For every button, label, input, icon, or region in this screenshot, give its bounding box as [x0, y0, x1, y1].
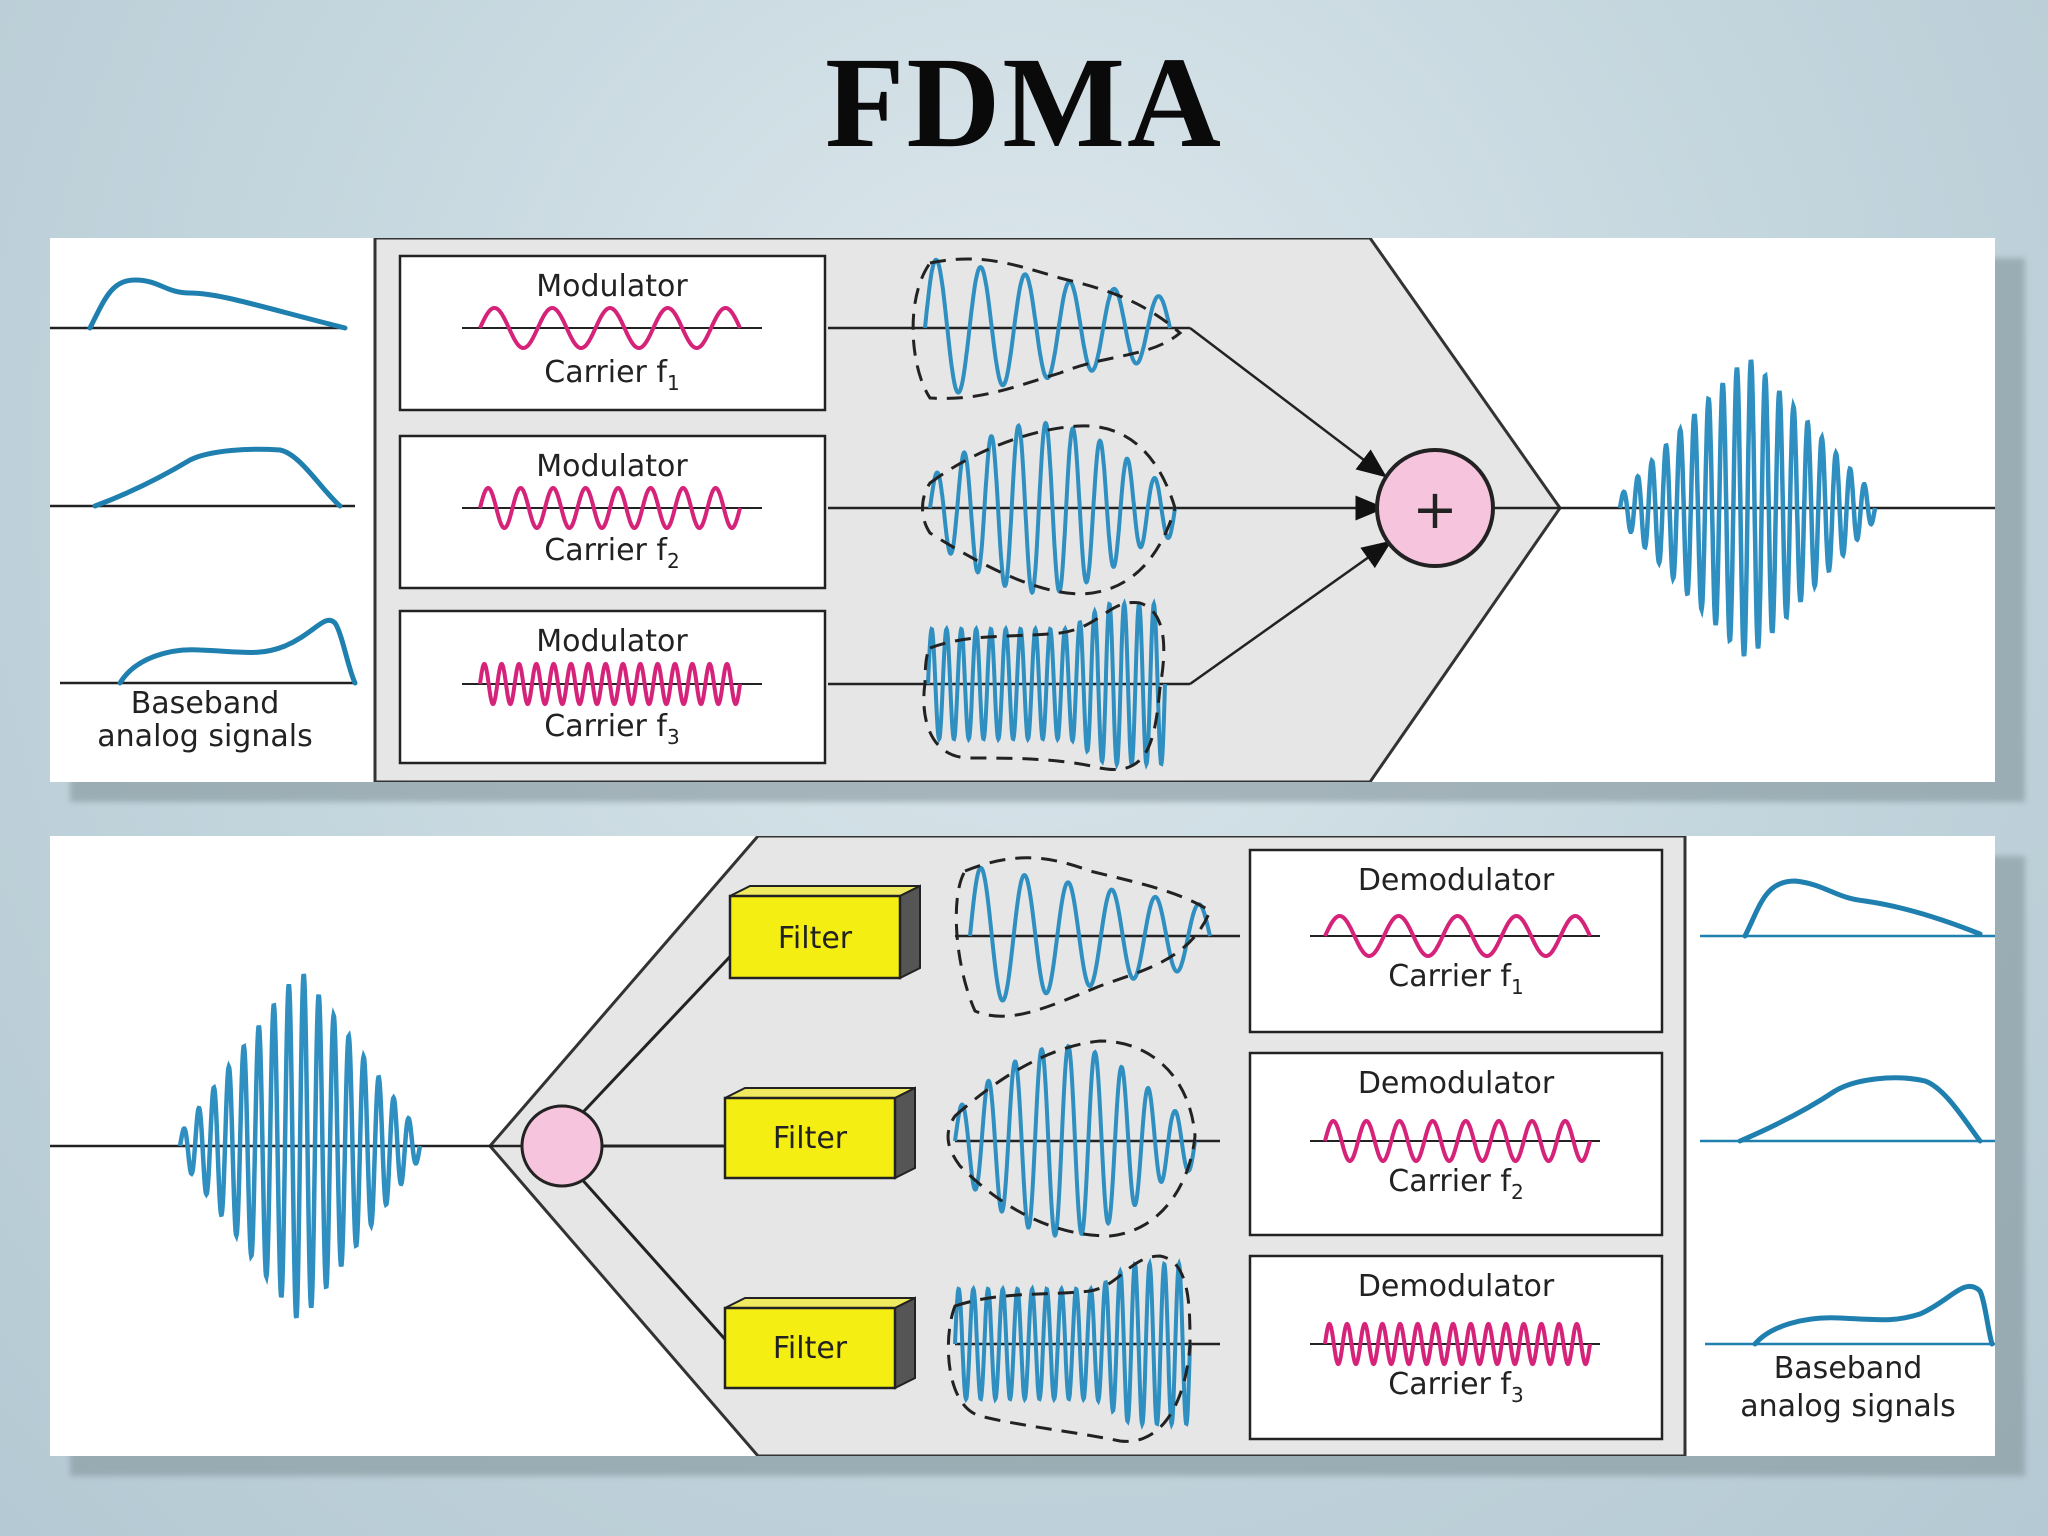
filter-2: Filter	[723, 1086, 916, 1180]
svg-text:Modulator: Modulator	[536, 269, 688, 304]
output-caption-line1: Baseband	[1774, 1351, 1923, 1386]
svg-text:Carrier f3: Carrier f3	[544, 709, 679, 749]
svg-text:Modulator: Modulator	[536, 624, 688, 659]
demultiplexer-panel: Filter Filter Filter Demodulator Carrier…	[50, 836, 1995, 1456]
baseband-signal-3	[117, 617, 358, 686]
modulated-envelope-2	[921, 424, 1177, 596]
baseband-output-1	[1742, 878, 1983, 939]
modulator-1: Modulator Carrier f1	[398, 254, 827, 412]
filtered-envelope-3	[946, 1254, 1192, 1443]
baseband-output-2	[1737, 1075, 1983, 1144]
filter-3: Filter	[723, 1296, 916, 1390]
carrier-wave-f3	[478, 661, 742, 707]
demod-carrier-wave-f3	[1323, 1321, 1592, 1367]
multiplexer-panel: Baseband analog signals Modulator Carrie…	[50, 238, 1995, 782]
filtered-signal-2	[953, 1043, 1197, 1239]
carrier-wave-f2	[478, 486, 742, 530]
svg-text:Carrier f3: Carrier f3	[1388, 1367, 1523, 1407]
svg-text:Carrier f1: Carrier f1	[544, 355, 679, 395]
svg-text:Demodulator: Demodulator	[1358, 863, 1555, 898]
svg-text:Filter: Filter	[773, 1121, 848, 1156]
svg-text:Carrier f1: Carrier f1	[1388, 959, 1523, 999]
baseband-signal-1	[87, 277, 348, 331]
baseband-output-3	[1752, 1283, 1995, 1347]
demod-carrier-wave-f2	[1323, 1119, 1592, 1163]
baseband-signal-2	[92, 446, 343, 509]
filtered-envelope-2	[946, 1039, 1197, 1238]
svg-text:Filter: Filter	[773, 1331, 848, 1366]
filtered-envelope-1	[954, 856, 1212, 1018]
modulator-2: Modulator Carrier f2	[398, 434, 827, 590]
input-caption-line2: analog signals	[97, 719, 312, 754]
modulated-signal-1	[923, 257, 1172, 395]
modulated-envelope-1	[911, 257, 1183, 400]
output-caption-line2: analog signals	[1740, 1389, 1955, 1424]
svg-text:+: +	[1412, 478, 1457, 541]
modulated-signal-3	[926, 598, 1167, 770]
demodulator-1: Demodulator Carrier f1	[1248, 848, 1664, 1034]
filtered-signal-1	[968, 865, 1212, 1003]
filter-1: Filter	[728, 884, 921, 980]
filtered-signal-3	[953, 1257, 1192, 1430]
svg-text:Carrier f2: Carrier f2	[1388, 1164, 1523, 1204]
svg-text:Demodulator: Demodulator	[1358, 1269, 1555, 1304]
demodulator-3: Demodulator Carrier f3	[1248, 1254, 1664, 1441]
modulated-signal-2	[928, 420, 1177, 596]
adder-node: +	[1375, 448, 1495, 568]
demod-carrier-wave-f1	[1323, 914, 1592, 958]
modulated-envelope-3	[922, 600, 1166, 771]
svg-text:Modulator: Modulator	[536, 449, 688, 484]
input-caption-line1: Baseband	[131, 686, 280, 721]
composite-input-signal	[177, 973, 423, 1319]
demodulator-2: Demodulator Carrier f2	[1248, 1051, 1664, 1237]
composite-output-signal	[1617, 359, 1878, 657]
svg-text:Filter: Filter	[778, 921, 853, 956]
modulator-3: Modulator Carrier f3	[398, 609, 827, 765]
splitter-node	[520, 1104, 604, 1188]
slide-title: FDMA	[825, 31, 1223, 175]
svg-text:Demodulator: Demodulator	[1358, 1066, 1555, 1101]
svg-text:Carrier f2: Carrier f2	[544, 533, 679, 573]
carrier-wave-f1	[478, 306, 742, 350]
